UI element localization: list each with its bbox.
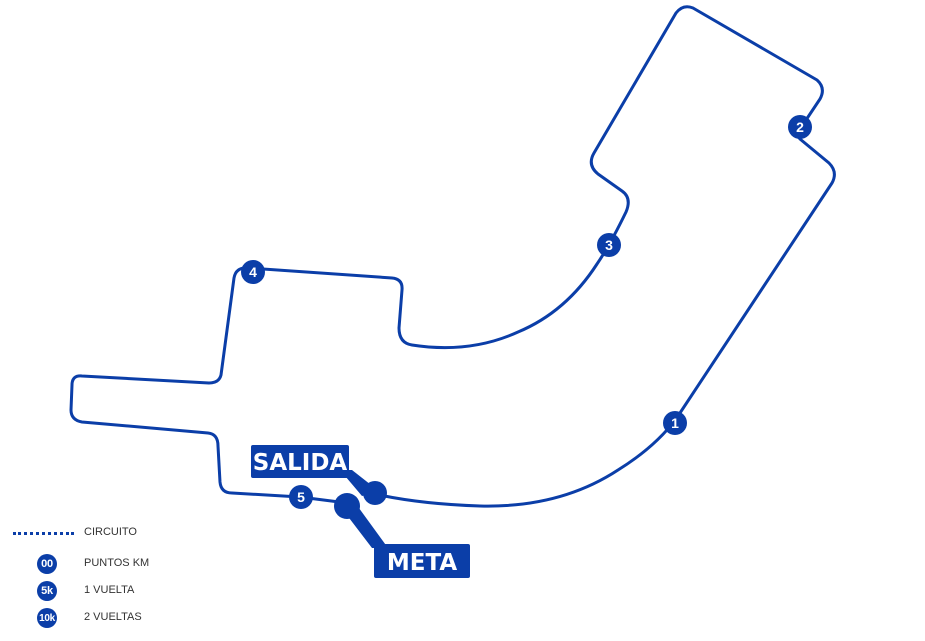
svg-text:5: 5 (297, 489, 305, 505)
map-legend: CIRCUITO 00 PUNTOS KM 5k 1 VUELTA 10k 2 … (0, 520, 260, 641)
km-marker-1: 1 (663, 411, 687, 435)
finish-label: META (387, 550, 458, 576)
finish-callout: META (334, 493, 470, 578)
svg-text:2: 2 (796, 119, 804, 135)
km-marker-2: 2 (788, 115, 812, 139)
start-label: SALIDA (253, 450, 348, 476)
two-laps-icon: 10k (37, 608, 57, 628)
finish-marker (334, 493, 360, 519)
km-marker-4: 4 (241, 260, 265, 284)
svg-text:4: 4 (249, 264, 257, 280)
legend-km-points-label: PUNTOS KM (84, 557, 150, 569)
circuit-line-icon (13, 532, 74, 535)
legend-one-lap-label: 1 VUELTA (84, 584, 135, 596)
km-marker-3: 3 (597, 233, 621, 257)
race-route (69, 5, 836, 508)
legend-circuit-label: CIRCUITO (84, 526, 137, 538)
svg-text:3: 3 (605, 237, 613, 253)
start-callout: SALIDA (251, 445, 387, 505)
start-marker (363, 481, 387, 505)
one-lap-icon: 5k (37, 581, 57, 601)
legend-two-laps-label: 2 VUELTAS (84, 611, 142, 623)
km-point-icon: 00 (37, 554, 57, 574)
svg-text:1: 1 (671, 415, 679, 431)
km-marker-5: 5 (289, 485, 313, 509)
